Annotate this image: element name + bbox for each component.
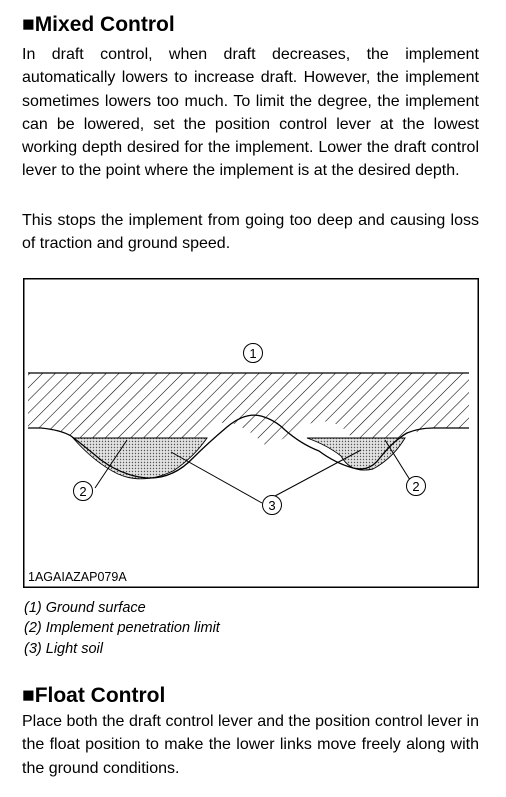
- callout-2-left: 2: [73, 481, 93, 501]
- mixed-control-title: Mixed Control: [34, 13, 175, 36]
- callout-3-label: 3: [268, 498, 275, 513]
- callout-1-label: 1: [249, 346, 256, 361]
- mixed-control-paragraph-1: In draft control, when draft decreases, …: [22, 46, 479, 180]
- leader-line-2-left: [94, 439, 128, 489]
- callout-2-right: 2: [406, 476, 426, 496]
- figure-code: 1AGAIAZAP079A: [28, 570, 127, 584]
- float-control-paragraph: Place both the draft control lever and t…: [22, 713, 479, 777]
- mixed-control-figure: 1 2 3 2 1AGAIAZAP079A: [23, 278, 479, 588]
- callout-2-left-label: 2: [79, 484, 86, 499]
- leader-line-3-right: [274, 449, 362, 497]
- float-control-heading: ■Float Control: [22, 683, 165, 709]
- callout-3: 3: [262, 495, 282, 515]
- heading-square-marker: ■: [22, 684, 35, 707]
- implement-profile-line: [28, 414, 469, 479]
- legend-item-light-soil: (3) Light soil: [24, 640, 103, 657]
- mixed-control-heading: ■Mixed Control: [22, 12, 175, 38]
- legend-item-penetration-limit: (2) Implement penetration limit: [24, 620, 220, 637]
- heading-square-marker: ■: [22, 13, 35, 36]
- callout-2-right-label: 2: [412, 479, 419, 494]
- callout-1: 1: [243, 343, 263, 363]
- leader-line-3-left: [170, 451, 263, 504]
- mixed-control-paragraph-2: This stops the implement from going too …: [22, 212, 479, 253]
- legend-item-ground-surface: (1) Ground surface: [24, 600, 146, 616]
- figure-legend: (1) Ground surface (2) Implement penetra…: [24, 598, 220, 659]
- leader-line-2-right: [384, 439, 411, 481]
- float-control-title: Float Control: [34, 684, 166, 707]
